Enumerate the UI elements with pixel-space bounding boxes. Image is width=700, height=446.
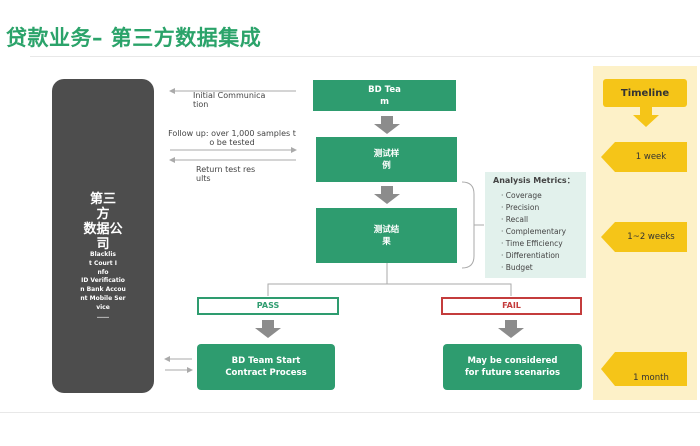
test-cases-box: 测试样 例: [316, 137, 457, 182]
timeline-down-arrow-icon: [633, 107, 659, 127]
fail-action-box: May be considered for future scenarios: [443, 344, 582, 390]
timeline-step-label: 1~2 weeks: [627, 232, 675, 242]
note-followup: Follow up: over 1,000 samples t o be tes…: [168, 129, 296, 147]
timeline-step-2: 1~2 weeks: [601, 222, 687, 252]
timeline-step-1: 1 week: [601, 142, 687, 172]
title-divider: [30, 56, 700, 57]
timeline-tag-shape: [601, 222, 687, 252]
timeline-tag-shape: [601, 352, 687, 386]
slide-title: 贷款业务– 第三方数据集成: [6, 26, 262, 50]
test-results-box: 测试结 果: [316, 208, 457, 263]
timeline-tag-shape: [601, 142, 687, 172]
down-arrow-2: [374, 186, 400, 204]
third-party-name: 第三 方 数据公 司: [83, 192, 123, 252]
fail-down-arrow: [498, 320, 524, 338]
metric-item: · Budget: [501, 263, 533, 272]
third-party-services: Blacklis t Court I nfo ID Verificatio n …: [80, 251, 126, 320]
pass-action-box: BD Team Start Contract Process: [197, 344, 335, 390]
timeline-header: Timeline: [603, 79, 687, 107]
note-initial-communication: Initial Communica tion: [193, 91, 266, 109]
results-branch-line: [267, 263, 388, 296]
fail-label-box: FAIL: [441, 297, 582, 315]
timeline-step-3: 1 month: [601, 352, 687, 386]
timeline-step-label: 1 month: [633, 373, 669, 383]
timeline-step-label: 1 week: [635, 152, 667, 162]
third-party-company-box: 第三 方 数据公 司 Blacklis t Court I nfo ID Ver…: [52, 79, 154, 393]
metric-item: · Differentiation: [501, 251, 560, 260]
pass-label-box: PASS: [197, 297, 339, 315]
bd-team-box: BD Tea m: [313, 80, 456, 111]
metric-item: · Precision: [501, 203, 540, 212]
metric-item: · Complementary: [501, 227, 567, 236]
analysis-metrics-header: Analysis Metrics：: [493, 176, 575, 185]
metric-item: · Recall: [501, 215, 529, 224]
metric-item: · Time Efficiency: [501, 239, 563, 248]
down-arrow-1: [374, 116, 400, 134]
metric-item: · Coverage: [501, 191, 542, 200]
bottom-divider: [0, 412, 700, 413]
note-return-results: Return test res ults: [196, 165, 256, 183]
pass-down-arrow: [255, 320, 281, 338]
analysis-metrics-panel: Analysis Metrics： · Coverage · Precision…: [485, 172, 586, 278]
analysis-metrics-list: · Coverage · Precision · Recall · Comple…: [501, 190, 566, 274]
results-branch-line-fail: [387, 283, 512, 296]
metrics-bracket: [461, 181, 475, 269]
